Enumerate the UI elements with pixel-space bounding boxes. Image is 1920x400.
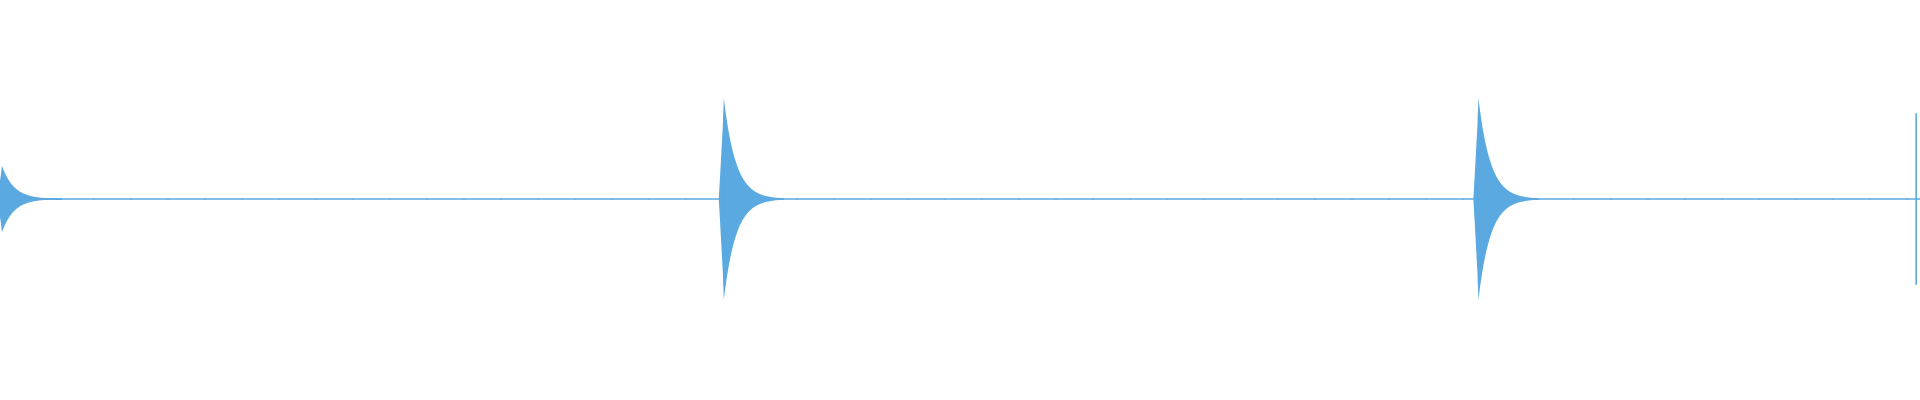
- transient-envelope: [718, 98, 784, 300]
- transient-burst: [0, 165, 62, 233]
- transient-burst: [718, 98, 784, 300]
- waveform-transients: [0, 98, 1917, 300]
- transient-burst: [1473, 98, 1539, 300]
